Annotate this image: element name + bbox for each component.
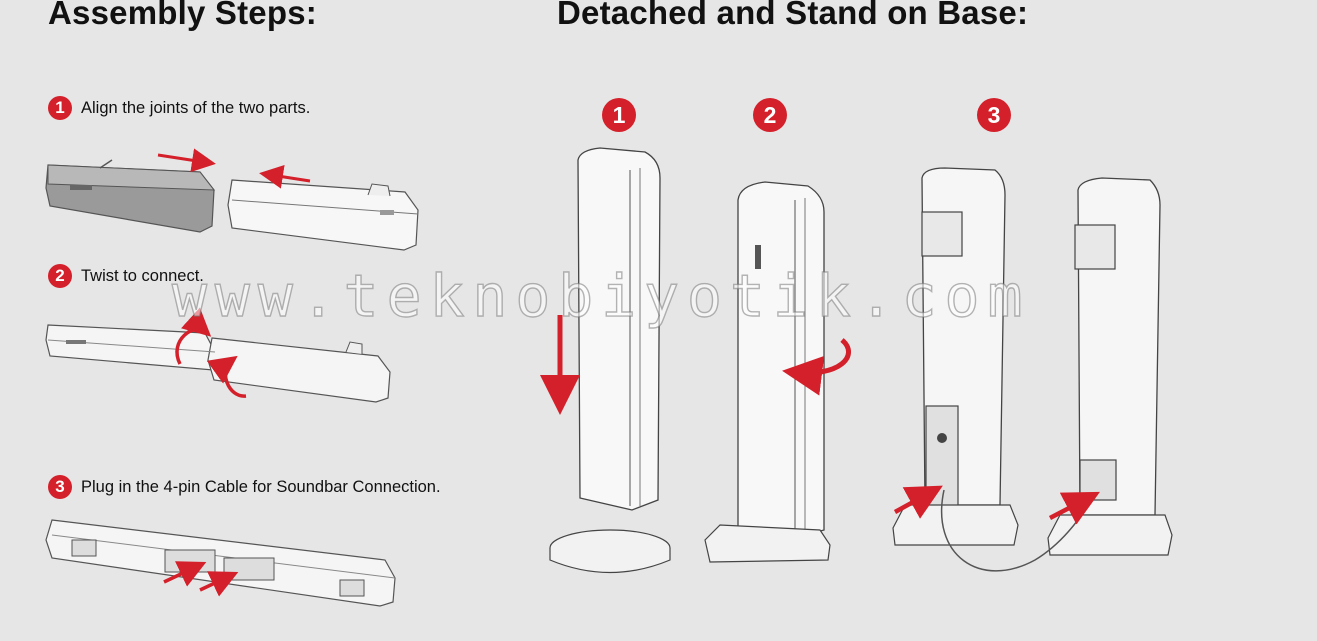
step-number-badge: 3 [48, 475, 72, 499]
push-left-arrow [259, 164, 311, 189]
step-instruction: Twist to connect. [81, 266, 204, 285]
assembly-step-2: 2 Twist to connect. [48, 264, 204, 288]
assembly-steps-title: Assembly Steps: [48, 0, 317, 31]
stand-step-3-badge: 3 [977, 98, 1011, 132]
step-instruction: Align the joints of the two parts. [81, 98, 311, 117]
stand-step-2-badge: 2 [753, 98, 787, 132]
step-instruction: Plug in the 4-pin Cable for Soundbar Con… [81, 477, 441, 496]
soundbar-right-half [227, 179, 419, 251]
stand-step-1-badge: 1 [602, 98, 636, 132]
step-number-badge: 1 [48, 96, 72, 120]
tower-rear-left [892, 167, 1019, 546]
cable-arrow-2 [199, 571, 239, 597]
tower-on-base [704, 181, 831, 563]
assembly-step-1: 1 Align the joints of the two parts. [48, 96, 310, 120]
soundbar-left-half [45, 159, 216, 233]
tower-detached [549, 147, 671, 574]
assembly-step-3: 3 Plug in the 4-pin Cable for Soundbar C… [48, 475, 441, 499]
rotate-arrow [782, 338, 851, 396]
plug-arrow-left [893, 485, 943, 519]
soundbar-twist [45, 324, 391, 403]
detached-stand-title: Detached and Stand on Base: [557, 0, 1029, 31]
step-number-badge: 2 [48, 264, 72, 288]
push-right-arrow [157, 148, 216, 173]
tower-rear-right [1047, 177, 1173, 556]
cable-arrow-1 [163, 561, 207, 587]
twist-arrow-2 [206, 355, 247, 398]
soundbar-connected [45, 519, 396, 607]
plug-arrow-right [1048, 491, 1100, 525]
twist-arrow-1 [175, 307, 212, 365]
